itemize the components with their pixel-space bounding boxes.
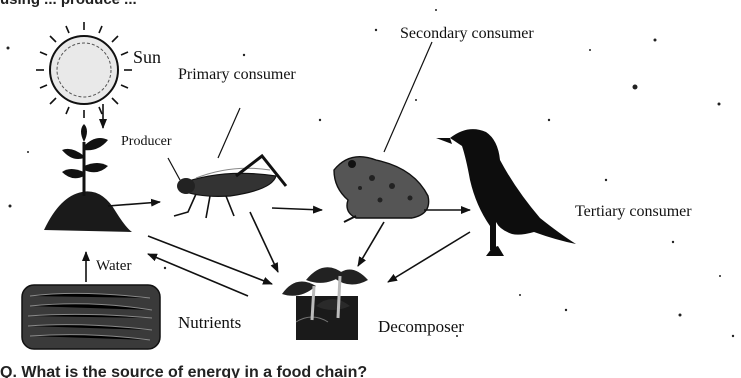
label-producer: Producer <box>121 134 172 150</box>
arrow-primary-to-decomposer <box>250 212 278 272</box>
label-water: Water <box>96 258 131 275</box>
leader-lines <box>218 42 432 158</box>
arrow-secondary-to-decomposer <box>358 222 384 266</box>
label-primary-consumer: Primary consumer <box>178 66 296 84</box>
plant-icon <box>44 124 132 232</box>
frog-icon <box>334 157 429 222</box>
label-sun: Sun <box>133 47 161 68</box>
grasshopper-icon <box>168 156 286 218</box>
arrow-nutrients-to-producer <box>148 254 248 296</box>
arrow-producer-to-primary <box>108 202 160 206</box>
mushroom-icon <box>282 267 368 340</box>
label-decomposer: Decomposer <box>378 317 464 337</box>
arrow-primary-to-secondary <box>272 208 322 210</box>
question-text-fragment: Q. What is the source of energy in a foo… <box>0 364 520 378</box>
label-tertiary-consumer: Tertiary consumer <box>575 203 692 221</box>
arrow-producer-to-decomposer <box>148 236 272 284</box>
label-secondary-consumer: Secondary consumer <box>400 25 534 43</box>
label-nutrients: Nutrients <box>178 313 241 333</box>
arrow-tertiary-to-decomposer <box>388 232 470 282</box>
sun-icon <box>36 22 132 118</box>
soil-icon <box>22 285 160 349</box>
crow-icon <box>436 129 576 256</box>
